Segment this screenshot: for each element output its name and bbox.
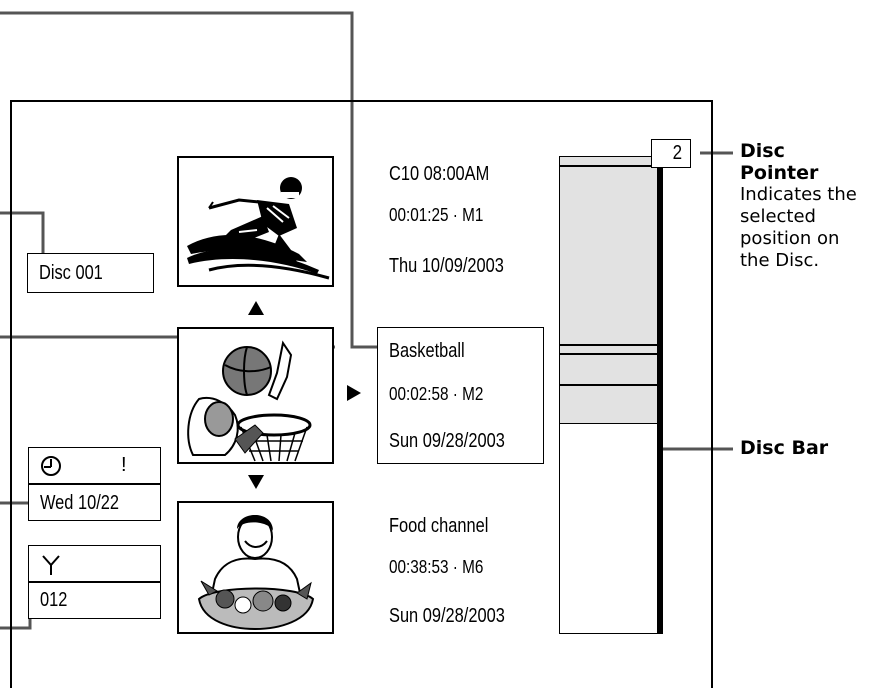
antenna-icon	[41, 554, 61, 576]
disc-bar-segment-line-2	[560, 344, 657, 346]
disc-label: Disc 001	[39, 262, 103, 285]
rec-next-channel: Food channel	[389, 515, 488, 538]
selected-recording-box[interactable]: Basketball 00:02:58 · M2 Sun 09/28/2003	[377, 327, 544, 464]
rec-prev-channel: C10 08:00AM	[389, 163, 489, 186]
rec-current-date: Sun 09/28/2003	[389, 430, 505, 453]
disc-pointer-callout-line-2: selected	[740, 206, 890, 228]
thumbnail-food[interactable]	[177, 501, 334, 634]
disc-bar-segment-line-4	[560, 384, 657, 386]
basketball-image	[179, 329, 332, 462]
disc-label-box: Disc 001	[27, 253, 154, 293]
disc-bar-segment-line-1	[560, 165, 657, 167]
rec-current-channel: Basketball	[389, 340, 465, 363]
antenna-box-divider	[29, 581, 160, 583]
antenna-channel: 012	[40, 589, 67, 612]
scroll-down-arrow[interactable]	[248, 475, 264, 489]
disc-pointer-value: 2	[673, 142, 682, 165]
disc-pointer-box: 2	[651, 139, 691, 168]
disc-pointer-callout: Disc Pointer Indicates the selected posi…	[740, 140, 890, 272]
thumbnail-basketball[interactable]	[177, 327, 334, 464]
timer-box: ! Wed 10/22	[28, 447, 161, 521]
scroll-up-arrow[interactable]	[248, 301, 264, 315]
rec-next-length: 00:38:53 · M6	[389, 557, 483, 578]
rec-prev-length: 00:01:25 · M1	[389, 205, 483, 226]
rec-next-date: Sun 09/28/2003	[389, 605, 505, 628]
disc-bar-shadow	[658, 166, 663, 634]
timer-warning-mark: !	[121, 454, 127, 477]
thumbnail-skier[interactable]	[177, 156, 334, 287]
clock-icon	[40, 455, 62, 477]
disc-bar-callout-title: Disc Bar	[740, 437, 828, 459]
disc-pointer-callout-title: Disc Pointer	[740, 140, 830, 184]
timer-date: Wed 10/22	[40, 492, 119, 515]
food-presenter-image	[179, 503, 332, 632]
selection-arrow-icon	[347, 385, 361, 401]
rec-prev-date: Thu 10/09/2003	[389, 255, 504, 278]
disc-pointer-callout-line-3: position on	[740, 228, 890, 250]
disc-bar-segment-line-3	[560, 353, 657, 355]
timer-box-divider	[29, 483, 160, 485]
disc-pointer-callout-line-1: Indicates the	[740, 184, 890, 206]
antenna-box: 012	[28, 545, 161, 619]
disc-bar	[559, 156, 658, 634]
rec-current-length: 00:02:58 · M2	[389, 384, 483, 405]
skier-image	[179, 158, 332, 285]
disc-pointer-callout-line-4: the Disc.	[740, 250, 890, 272]
